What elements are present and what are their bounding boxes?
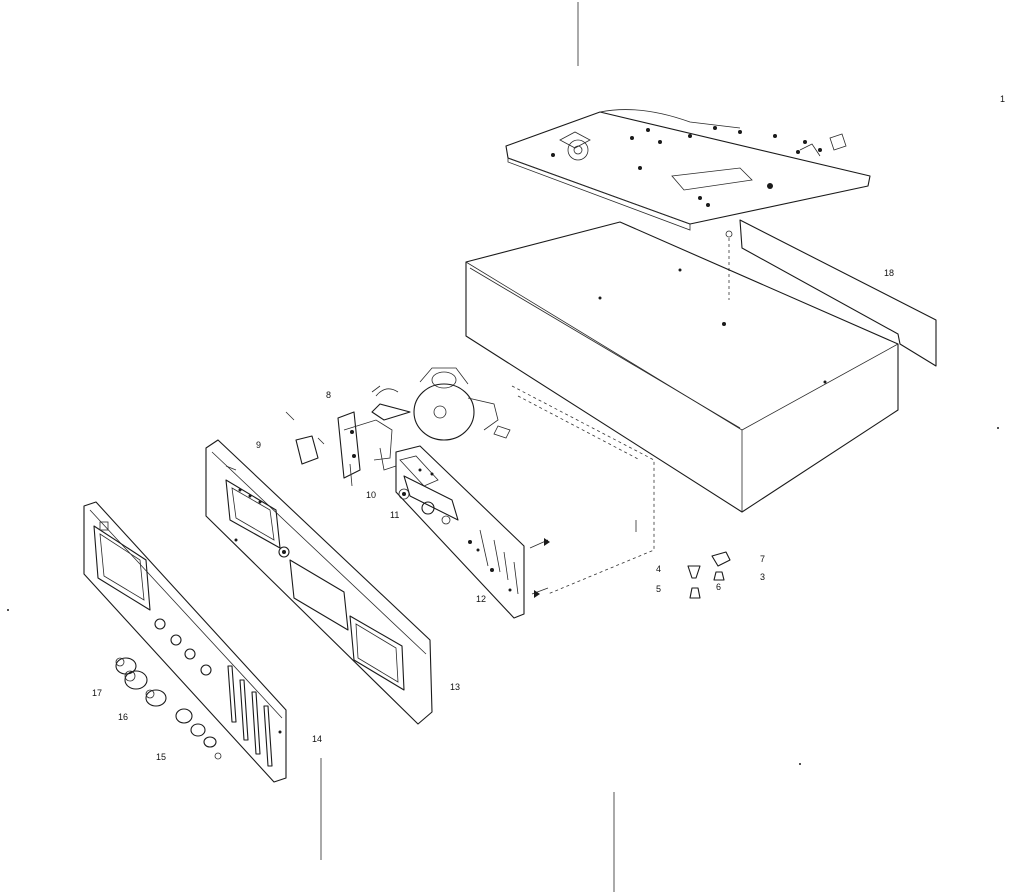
callout-7: 7 xyxy=(760,554,765,564)
front-faceplate xyxy=(83,501,287,783)
stray-mark xyxy=(997,427,999,429)
callout-12: 12 xyxy=(476,594,486,604)
fastener-screw xyxy=(725,230,733,300)
callout-14: 14 xyxy=(312,734,322,744)
callout-4: 4 xyxy=(656,564,661,574)
callout-10: 10 xyxy=(366,490,376,500)
callout-9: 9 xyxy=(256,440,261,450)
callout-1: 1 xyxy=(1000,94,1005,104)
chassis xyxy=(511,385,655,595)
top-cover xyxy=(465,221,899,513)
callout-13: 13 xyxy=(450,682,460,692)
callout-17: 17 xyxy=(92,688,102,698)
callout-8: 8 xyxy=(326,390,331,400)
stray-mark xyxy=(7,609,9,611)
callout-16: 16 xyxy=(118,712,128,722)
tape-mechanism xyxy=(371,367,511,441)
side-panel xyxy=(739,219,937,367)
control-knobs xyxy=(115,657,222,760)
callout-15: 15 xyxy=(156,752,166,762)
callout-18: 18 xyxy=(884,268,894,278)
loose-hardware xyxy=(687,551,731,599)
callout-5: 5 xyxy=(656,584,661,594)
callout-6: 6 xyxy=(716,582,721,592)
stray-mark xyxy=(799,763,801,765)
circuit-board xyxy=(505,109,871,231)
small-plate xyxy=(285,411,319,465)
cassette-door-frame xyxy=(205,439,433,725)
inner-front-panel xyxy=(395,445,550,619)
callout-3: 3 xyxy=(760,572,765,582)
mounting-bracket xyxy=(317,411,397,487)
callout-11: 11 xyxy=(390,510,399,520)
